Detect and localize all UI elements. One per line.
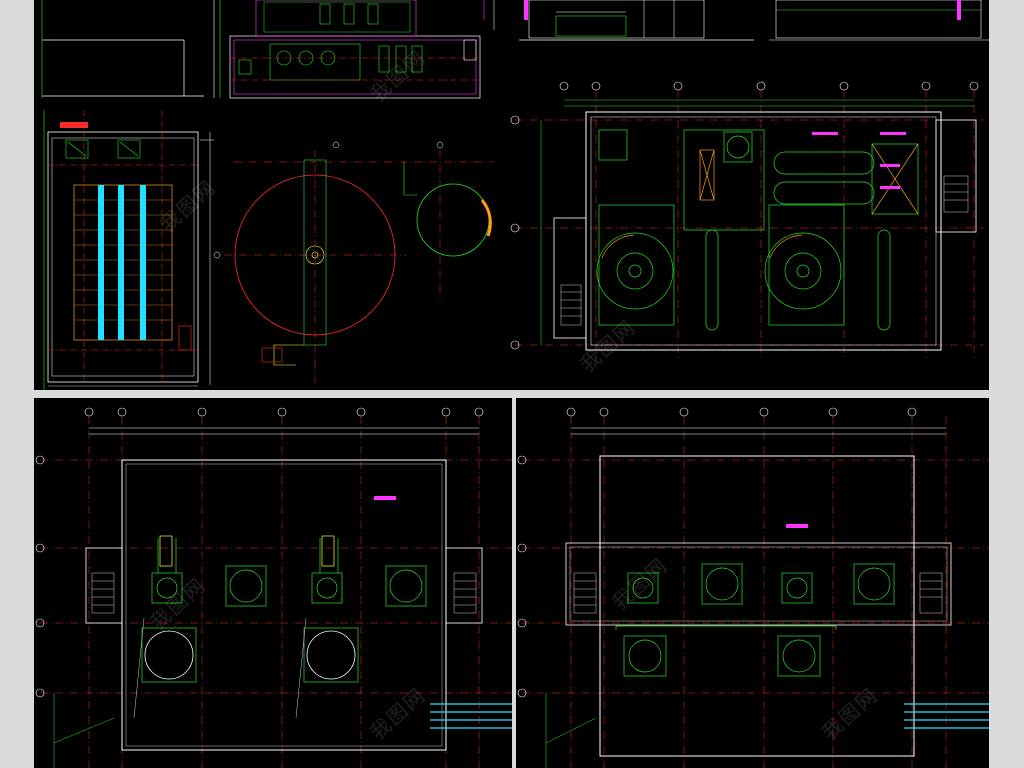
plan-clarifier-circles [213, 141, 494, 385]
partial-elevations-top-right [519, 0, 989, 41]
plan-long-basin-left [43, 110, 214, 390]
axis-bubbles-top [510, 81, 979, 350]
partial-plan-top-center [229, 0, 495, 99]
partial-plan-top-left [41, 0, 221, 98]
drawing-sheet-top: 我图网 我图网 我图网 [34, 0, 989, 390]
cad-drawing-top [41, 0, 989, 390]
cad-drawing-bottom-left [35, 407, 512, 768]
drawing-sheet-bottom-left: 我图网 我图网 [34, 398, 512, 768]
drawing-sheet-bottom-right: 我图网 我图网 [516, 398, 989, 768]
cad-drawing-bottom-right [517, 407, 989, 768]
plan-equipment-room-right [515, 90, 984, 360]
